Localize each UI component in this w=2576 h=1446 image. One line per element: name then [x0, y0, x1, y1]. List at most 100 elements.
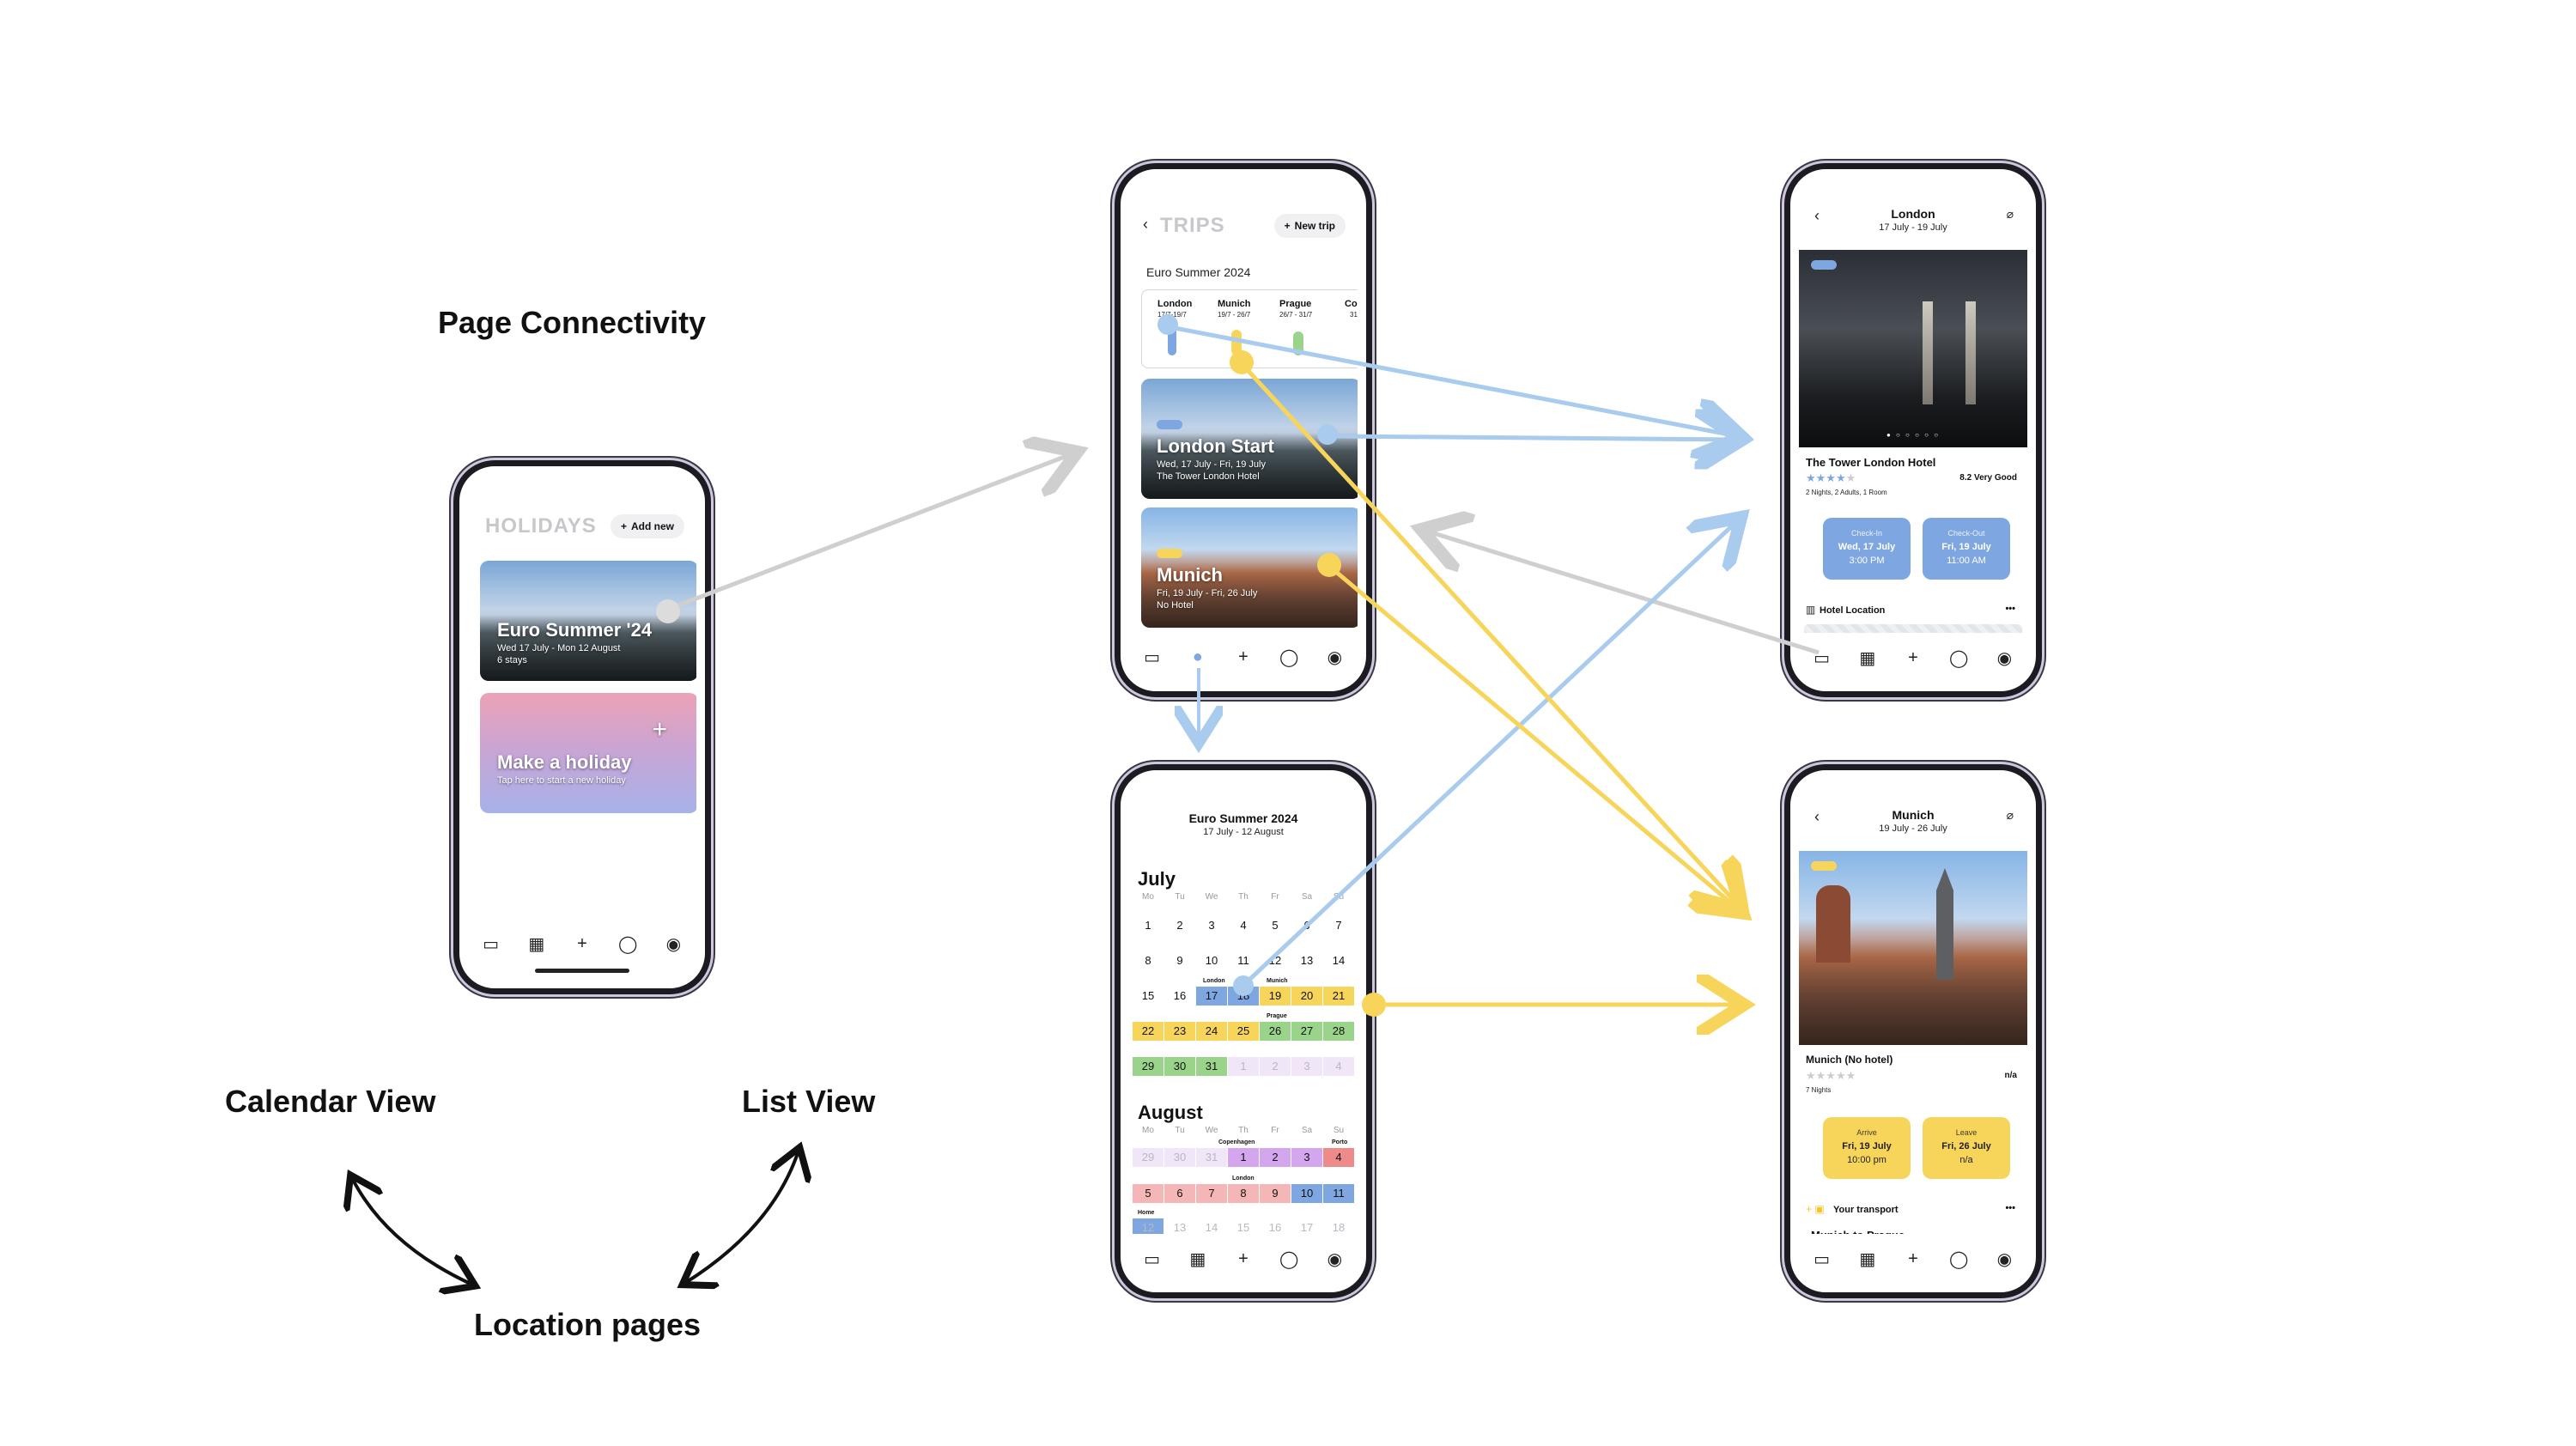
calendar-day[interactable]: 17 [1196, 987, 1227, 1006]
calendar-day[interactable]: 8 [1228, 1184, 1259, 1203]
plus-icon[interactable]: + [1238, 1249, 1249, 1268]
calendar-day[interactable]: 8 [1145, 954, 1151, 967]
chat-icon[interactable]: ◯ [1948, 648, 1969, 668]
calendar-day[interactable]: 4 [1323, 1057, 1354, 1076]
attachment-icon[interactable]: ⌀ [2006, 207, 2014, 221]
calendar-day[interactable]: 17 [1300, 1221, 1314, 1234]
calendar-day[interactable]: 2 [1176, 919, 1183, 932]
calendar-day[interactable]: 29 [1133, 1057, 1163, 1076]
profile-icon[interactable]: ◉ [665, 934, 682, 954]
add-new-button[interactable]: + Add new [610, 514, 684, 538]
calendar-day[interactable]: 15 [1236, 1221, 1250, 1234]
calendar-day[interactable]: 3 [1291, 1148, 1322, 1167]
calendar-day[interactable]: 16 [1268, 1221, 1282, 1234]
photo-pager-dots[interactable]: ● ○ ○ ○ ○ ○ [1886, 431, 1941, 439]
calendar-day[interactable]: 27 [1291, 1022, 1322, 1041]
back-icon[interactable]: ‹ [1814, 207, 1820, 224]
calendar-day[interactable]: 28 [1323, 1022, 1354, 1041]
calendar-day[interactable]: 30 [1164, 1148, 1195, 1167]
calendar-day[interactable]: 7 [1335, 919, 1342, 932]
calendar-day[interactable]: 16 [1173, 989, 1187, 1002]
calendar-day[interactable]: 6 [1303, 919, 1310, 932]
calendar-day[interactable]: 24 [1196, 1022, 1227, 1041]
trip-card-munich[interactable]: Munich Fri, 19 July - Fri, 26 July No Ho… [1141, 507, 1358, 628]
calendar-day[interactable]: 15 [1141, 989, 1155, 1002]
calendar-day[interactable]: 5 [1272, 919, 1279, 932]
calendar-icon[interactable]: ● [1192, 647, 1203, 666]
calendar-day[interactable]: 25 [1228, 1022, 1259, 1041]
plus-icon[interactable]: + [1908, 647, 1918, 667]
plus-icon[interactable]: + [577, 933, 587, 953]
calendar-day[interactable]: 1 [1145, 919, 1151, 932]
chat-icon[interactable]: ◯ [1279, 647, 1299, 667]
calendar-icon[interactable]: ▦ [528, 934, 545, 954]
calendar-day[interactable]: 14 [1205, 1221, 1218, 1234]
briefcase-icon[interactable]: ▭ [1814, 648, 1831, 668]
calendar-day[interactable]: 31 [1196, 1057, 1227, 1076]
chat-icon[interactable]: ◯ [1948, 1249, 1969, 1269]
briefcase-icon[interactable]: ▭ [483, 934, 500, 954]
make-holiday-card[interactable]: + Make a holiday Tap here to start a new… [480, 693, 696, 813]
calendar-day[interactable]: 12 [1133, 1218, 1163, 1237]
chat-icon[interactable]: ◯ [1279, 1249, 1299, 1269]
calendar-day[interactable]: 2 [1260, 1148, 1291, 1167]
profile-icon[interactable]: ◉ [1996, 648, 2013, 668]
back-icon[interactable]: ‹ [1143, 216, 1148, 233]
briefcase-icon[interactable]: ▭ [1814, 1249, 1831, 1269]
calendar-day[interactable]: 7 [1196, 1184, 1227, 1203]
calendar-day[interactable]: 18 [1332, 1221, 1346, 1234]
calendar-day[interactable]: 1 [1228, 1148, 1259, 1167]
calendar-day[interactable]: 2 [1260, 1057, 1291, 1076]
calendar-day[interactable]: 19 [1260, 987, 1291, 1006]
attachment-icon[interactable]: ⌀ [2006, 808, 2014, 822]
calendar-day[interactable]: 21 [1323, 987, 1354, 1006]
trip-card-london[interactable]: London Start Wed, 17 July - Fri, 19 July… [1141, 379, 1358, 499]
new-trip-button[interactable]: + New trip [1273, 214, 1346, 238]
calendar-icon[interactable]: ▦ [1859, 1249, 1876, 1269]
calendar-day[interactable]: 26 [1260, 1022, 1291, 1041]
calendar-day[interactable]: 1 [1228, 1057, 1259, 1076]
calendar-day[interactable]: 23 [1164, 1022, 1195, 1041]
profile-icon[interactable]: ◉ [1996, 1249, 2013, 1269]
calendar-day[interactable]: 3 [1291, 1057, 1322, 1076]
calendar-day[interactable]: 10 [1205, 954, 1218, 967]
city-photo[interactable] [1799, 851, 2027, 1045]
checkout-box[interactable]: Check-Out Fri, 19 July 11:00 AM [1923, 518, 2010, 580]
calendar-day[interactable]: 18 [1228, 987, 1259, 1006]
calendar-day[interactable]: 31 [1196, 1148, 1227, 1167]
hotel-photo[interactable]: ● ○ ○ ○ ○ ○ [1799, 250, 2027, 447]
arrive-box[interactable]: Arrive Fri, 19 July 10:00 pm [1823, 1117, 1911, 1179]
calendar-day[interactable]: 9 [1260, 1184, 1291, 1203]
calendar-day[interactable]: 14 [1332, 954, 1346, 967]
checkin-box[interactable]: Check-In Wed, 17 July 3:00 PM [1823, 518, 1911, 580]
calendar-day[interactable]: 10 [1291, 1184, 1322, 1203]
calendar-day[interactable]: 11 [1237, 954, 1249, 967]
briefcase-icon[interactable]: ▭ [1144, 647, 1161, 667]
calendar-day[interactable]: 12 [1268, 954, 1282, 967]
back-icon[interactable]: ‹ [1814, 808, 1820, 825]
plus-icon[interactable]: + [1238, 647, 1249, 666]
calendar-day[interactable]: 20 [1291, 987, 1322, 1006]
plus-icon[interactable]: + [1908, 1249, 1918, 1268]
calendar-icon[interactable]: ▦ [1189, 1249, 1206, 1269]
calendar-day[interactable]: 3 [1208, 919, 1215, 932]
calendar-day[interactable]: 11 [1323, 1184, 1354, 1203]
more-icon[interactable]: ••• [2005, 1203, 2015, 1213]
profile-icon[interactable]: ◉ [1327, 647, 1343, 667]
calendar-day[interactable]: 4 [1323, 1148, 1354, 1167]
calendar-day[interactable]: 13 [1300, 954, 1314, 967]
calendar-day[interactable]: 22 [1133, 1022, 1163, 1041]
calendar-icon[interactable]: ▦ [1859, 648, 1876, 668]
calendar-day[interactable]: 4 [1240, 919, 1247, 932]
briefcase-icon[interactable]: ▭ [1144, 1249, 1161, 1269]
calendar-day[interactable]: 5 [1133, 1184, 1163, 1203]
trip-card-euro-summer[interactable]: Euro Summer '24 Wed 17 July - Mon 12 Aug… [480, 561, 696, 681]
profile-icon[interactable]: ◉ [1327, 1249, 1343, 1269]
calendar-day[interactable]: 29 [1133, 1148, 1163, 1167]
chat-icon[interactable]: ◯ [617, 934, 638, 954]
calendar-day[interactable]: 9 [1176, 954, 1183, 967]
calendar-day[interactable]: 30 [1164, 1057, 1195, 1076]
more-icon[interactable]: ••• [2005, 604, 2015, 614]
calendar-day[interactable]: 6 [1164, 1184, 1195, 1203]
leave-box[interactable]: Leave Fri, 26 July n/a [1923, 1117, 2010, 1179]
